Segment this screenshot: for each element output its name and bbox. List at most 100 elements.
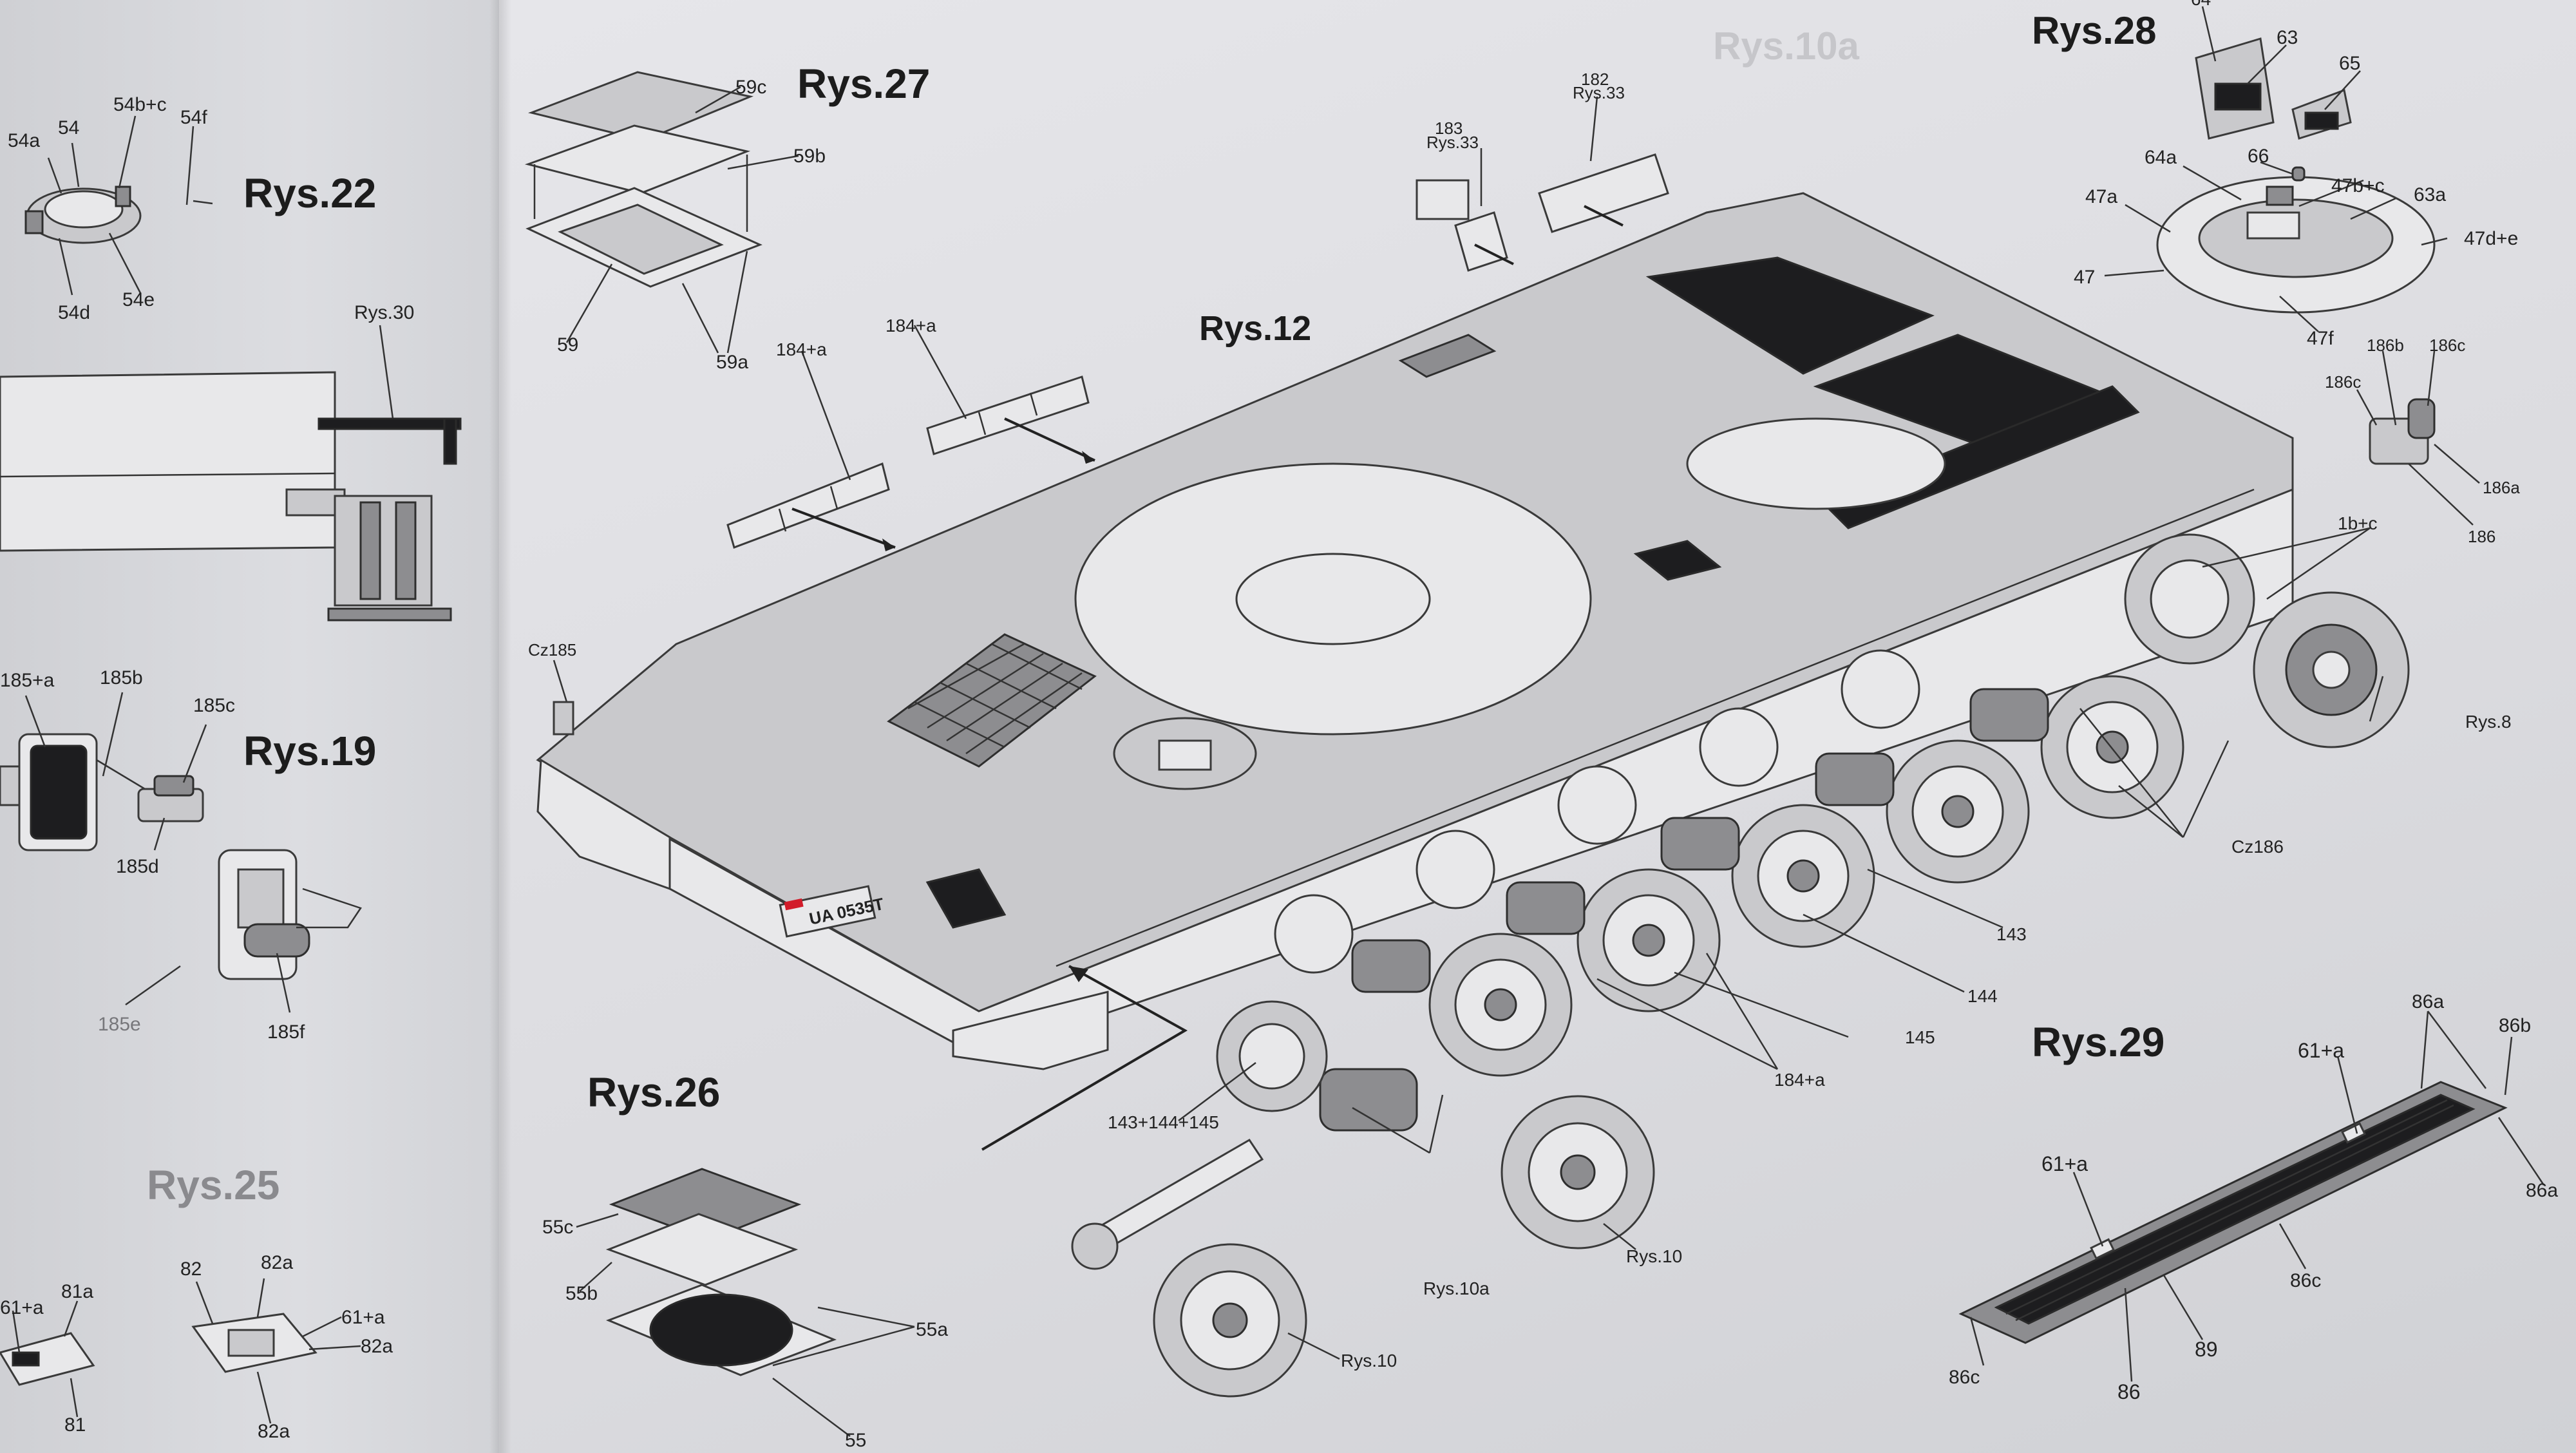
rys29-grille: [1994, 1094, 2476, 1325]
rys12-label: Rys.8: [2465, 712, 2512, 732]
rys28-label: 47a: [2085, 186, 2117, 207]
rys28-box-left-face: [2214, 82, 2262, 111]
rys27-gasket: [524, 124, 751, 195]
rys30-bracket-rib: [359, 501, 381, 600]
rys26-label: 55c: [542, 1217, 573, 1238]
suspension-arm: [1660, 817, 1740, 871]
wheel-leaders: [1178, 527, 2384, 1360]
rys26-label: 55: [845, 1430, 866, 1451]
rys12-label: Cz186: [2231, 837, 2284, 857]
rys26-opening: [649, 1293, 793, 1367]
rys25-plate-right-box: [227, 1329, 275, 1357]
rys30-figure: Rys.30: [0, 302, 462, 622]
rys28-plug: [2291, 166, 2306, 182]
rys28-figure: Rys.28 64 63 65 64a 66 47b+c 63a 47a 47d…: [2032, 0, 2520, 546]
rys29-label: 86c: [1949, 1367, 1980, 1388]
rys12-label: Rys.10a: [1423, 1278, 1490, 1298]
rys12-label: 182: [1581, 70, 1609, 89]
rys12-plates: 184+a 184+a 183 Rys.33 182 Rys.33 Cz185: [528, 70, 1669, 736]
rys12-label: 184+a: [886, 316, 936, 336]
rys30-title: Rys.30: [354, 302, 414, 323]
skirt-edge: [1056, 488, 2255, 967]
plate-184a-2: [926, 375, 1090, 455]
rys29-label: 61+a: [2298, 1039, 2344, 1062]
plate-184a-1: [726, 462, 890, 549]
rys25-label: 82: [180, 1258, 202, 1280]
rys25-label: 81: [64, 1414, 86, 1436]
rys29-label: 86b: [2499, 1015, 2531, 1036]
rys19-mirror-glass: [30, 745, 88, 840]
rys22-latch: [115, 185, 131, 207]
rys28-label: 66: [2248, 146, 2269, 167]
engine-grille-1: [1645, 256, 1935, 375]
rys28-label: 186: [2468, 527, 2496, 546]
front-light-box: [925, 868, 1007, 929]
rys27-frame-inner: [558, 204, 724, 275]
rys28-label: 47f: [2307, 328, 2334, 349]
plate-183: [1454, 211, 1508, 272]
rys19-label: 185+a: [0, 670, 55, 691]
wire-arrow: [981, 965, 1188, 1151]
rys12-label: Rys.33: [1573, 83, 1625, 102]
rys25-label: 81a: [61, 1281, 93, 1302]
arrow-184a-1: [791, 508, 896, 549]
arrow-183: [1474, 243, 1514, 265]
rys28-leaders: [2104, 6, 2480, 526]
rys28-label: 63: [2277, 27, 2298, 48]
rys12-label: Cz185: [528, 640, 576, 660]
rys28-label: 186b: [2367, 336, 2404, 355]
rys25-label: 61+a: [341, 1307, 385, 1328]
rys22-leaders: [47, 115, 194, 296]
rys30-antenna-end: [443, 417, 457, 465]
rys28-label: 64a: [2145, 147, 2177, 168]
rys12-wheels: 143+144+145 Rys.10a Rys.10 Rys.10 184+a …: [981, 513, 2512, 1398]
rys28-label: 47b+c: [2331, 175, 2385, 196]
suspension-arm: [1506, 881, 1586, 935]
rys30-base: [327, 607, 452, 622]
deck-box: [1416, 179, 1470, 220]
rys29-label: 86c: [2290, 1270, 2321, 1291]
rys19-mirror-back: [0, 765, 21, 806]
rys30-barrel-seam: [0, 472, 336, 478]
rys19-leaders: [24, 692, 291, 1013]
rys27-label: 59c: [735, 77, 766, 98]
rys28-hatch-pad: [2246, 211, 2300, 240]
turret-opening: [1235, 553, 1431, 645]
rys29-latch: [2341, 1122, 2366, 1144]
rys27-guides: [533, 155, 748, 232]
rys27-label: 59b: [793, 146, 826, 167]
rys12-label: Rys.10: [1341, 1351, 1397, 1371]
rys22-label: 54b+c: [113, 94, 167, 115]
rys19-figure: Rys.19 185+a 185b 185c 185d 185e 185f: [0, 667, 376, 1043]
rys28-title: Rys.28: [2032, 9, 2156, 52]
rys25-label: 82a: [258, 1421, 290, 1442]
rys26-figure: Rys.26 55c 55b 55a 55: [542, 1069, 948, 1451]
rys25-label: 61+a: [0, 1297, 44, 1318]
suspension-arm: [1351, 939, 1431, 993]
rys19-light-cyl: [243, 923, 310, 958]
rys19-label: 185e: [98, 1014, 141, 1035]
rys28-label: 47d+e: [2464, 228, 2518, 249]
rys30-barrel-body: [0, 371, 336, 552]
rys27-title: Rys.27: [797, 61, 930, 107]
rys12-hull: UA 0535T: [536, 179, 2294, 1070]
hull-glacis: [536, 758, 671, 891]
rys12-label: 145: [1905, 1027, 1935, 1047]
rys19-label: 185b: [100, 667, 143, 689]
rys25-figure: Rys.25 61+a 81a 81 82 82a 61+a 82a 82a: [0, 1162, 393, 1442]
plate-182: [1538, 153, 1669, 233]
rys12-label: 144: [1967, 986, 1998, 1006]
rys30-bracket-rib: [395, 501, 417, 600]
rear-fan: [1633, 540, 1722, 581]
rys12-label: 143: [1996, 924, 2027, 944]
rys26-label: 55a: [916, 1319, 948, 1340]
rys22-label: 54a: [8, 130, 40, 151]
rys29-label: 86a: [2412, 991, 2444, 1012]
rys22-label: 54: [58, 117, 79, 138]
rys12-label: 1b+c: [2338, 513, 2378, 533]
rys26-gasket: [605, 1213, 799, 1286]
rys28-label: 186c: [2429, 336, 2465, 355]
rys28-label: 65: [2339, 53, 2360, 74]
rys28-label: 186a: [2483, 478, 2520, 497]
